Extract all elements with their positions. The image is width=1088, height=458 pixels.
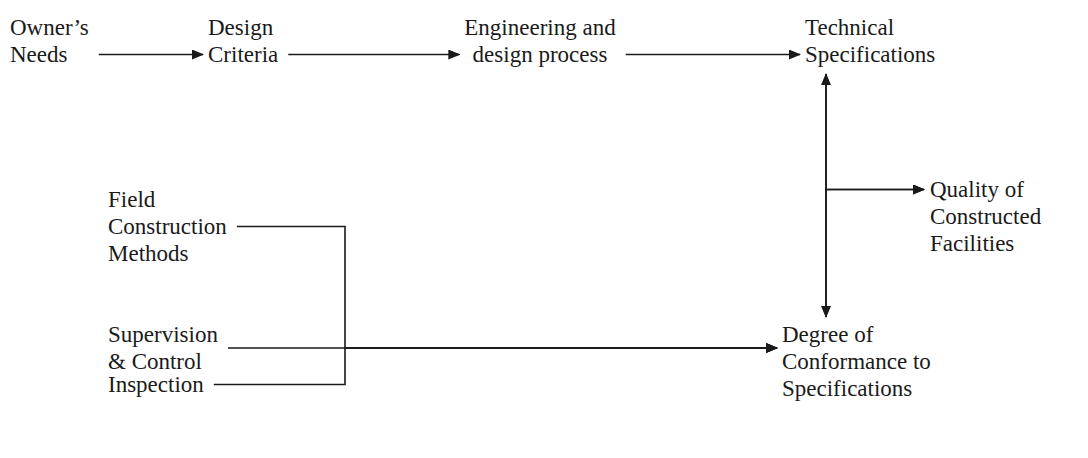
flow-arrow: [626, 54, 800, 56]
flow-arrow: [214, 348, 777, 385]
text-node: Supervision & Control: [108, 321, 226, 375]
text-node: Owner’s Needs: [10, 14, 110, 68]
node-label: Design Criteria: [208, 15, 278, 67]
text-node: Inspection: [108, 371, 243, 398]
node-label: Field Construction Methods: [108, 187, 227, 266]
node-label: Degree of Conformance to Specifications: [782, 322, 931, 401]
node-label: Engineering and design process: [464, 15, 615, 67]
node-label: Owner’s Needs: [10, 15, 89, 67]
flow-arrow: [237, 227, 777, 349]
text-node: Field Construction Methods: [108, 186, 243, 267]
node-label: Technical Specifications: [805, 15, 935, 67]
flow-arrow: [288, 54, 459, 56]
text-node: Quality of Constructed Facilities: [930, 176, 1055, 257]
node-label: Inspection: [108, 372, 204, 397]
flow-arrow: [826, 190, 924, 318]
text-node: Engineering and design process: [440, 14, 640, 68]
text-node: Technical Specifications: [805, 14, 955, 68]
flow-arrow: [826, 74, 924, 190]
node-label: Supervision & Control: [108, 322, 218, 374]
text-node: Design Criteria: [208, 14, 308, 68]
text-node: Degree of Conformance to Specifications: [782, 321, 947, 402]
node-label: Quality of Constructed Facilities: [930, 177, 1041, 256]
flow-arrow: [99, 54, 203, 56]
